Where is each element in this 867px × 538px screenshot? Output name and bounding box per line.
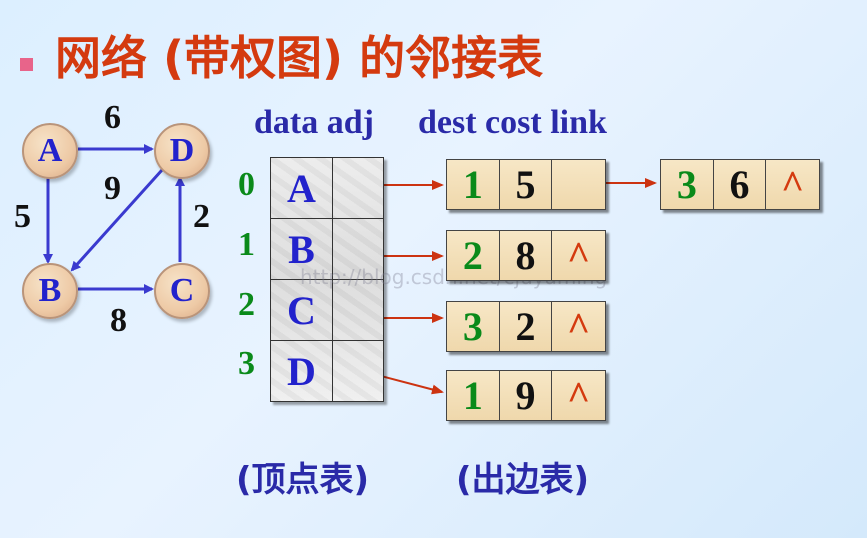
weight-a-b: 5 <box>14 198 31 235</box>
edge-link <box>552 160 605 209</box>
edge-link: ^ <box>552 302 605 351</box>
vertex-data-c: C <box>271 280 333 340</box>
graph-node-b: B <box>22 263 78 319</box>
vertex-data-a: A <box>271 158 333 218</box>
index-2: 2 <box>238 286 255 323</box>
edge-link: ^ <box>766 160 819 209</box>
edge-link: ^ <box>552 371 605 420</box>
edge-cost: 8 <box>499 231 553 280</box>
edge-node-d-1: 1 9 ^ <box>446 370 606 421</box>
weight-d-b: 9 <box>104 170 121 207</box>
graph-node-c: C <box>154 263 210 319</box>
title-bullet <box>20 58 33 71</box>
edge-dest: 3 <box>661 160 714 209</box>
index-1: 1 <box>238 226 255 263</box>
vertex-row: A <box>271 158 383 219</box>
weight-a-d: 6 <box>104 99 121 136</box>
vertex-table-caption: (顶点表) <box>236 460 370 500</box>
edge-link: ^ <box>552 231 605 280</box>
page-title: 网络 (带权图) 的邻接表 <box>55 31 544 85</box>
vertex-row: D <box>271 341 383 402</box>
edge-cost: 6 <box>713 160 767 209</box>
edge-node-b-1: 2 8 ^ <box>446 230 606 281</box>
vertex-table-header: data adj <box>254 104 374 141</box>
vertex-data-d: D <box>271 341 333 402</box>
edge-table-header: dest cost link <box>418 104 607 141</box>
edge-dest: 1 <box>447 160 500 209</box>
edge-node-c-1: 3 2 ^ <box>446 301 606 352</box>
weight-c-d: 2 <box>193 198 210 235</box>
weight-b-c: 8 <box>110 302 127 339</box>
edge-d-b <box>70 168 164 272</box>
index-3: 3 <box>238 345 255 382</box>
edge-cost: 2 <box>499 302 553 351</box>
edge-dest: 1 <box>447 371 500 420</box>
index-0: 0 <box>238 166 255 203</box>
edge-cost: 9 <box>499 371 553 420</box>
edge-node-a-2: 3 6 ^ <box>660 159 820 210</box>
edge-table-caption: (出边表) <box>456 460 590 500</box>
graph-node-a: A <box>22 123 78 179</box>
edge-dest: 2 <box>447 231 500 280</box>
vertex-row: B <box>271 219 383 280</box>
edge-node-a-1: 1 5 <box>446 159 606 210</box>
vertex-table: A B C D <box>270 157 384 402</box>
edge-dest: 3 <box>447 302 500 351</box>
vertex-row: C <box>271 280 383 341</box>
edge-cost: 5 <box>499 160 553 209</box>
vertex-data-b: B <box>271 219 333 279</box>
graph-node-d: D <box>154 123 210 179</box>
